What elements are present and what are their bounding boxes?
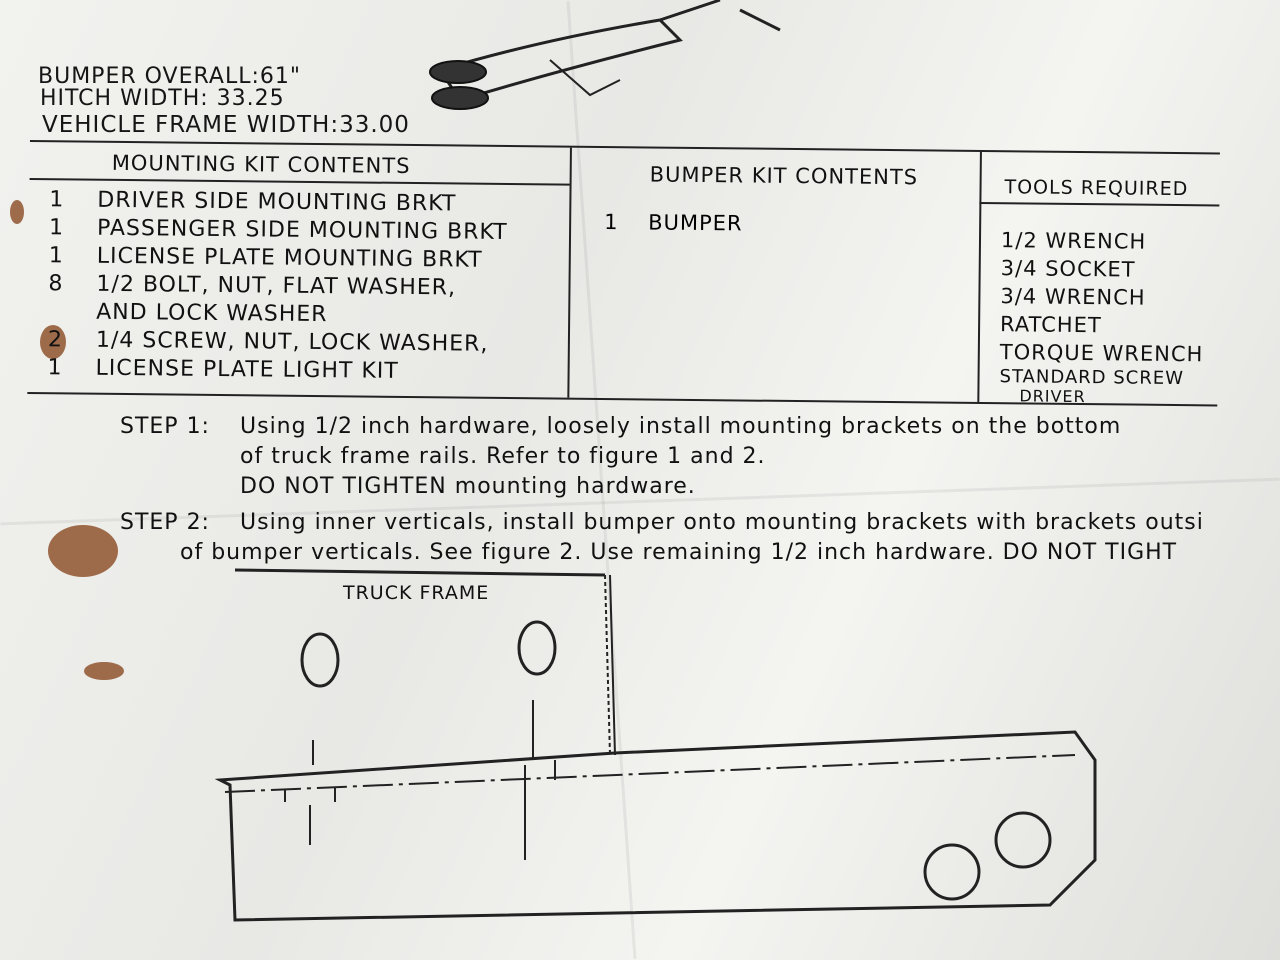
- mounting-kit-header: MOUNTING KIT CONTENTS: [111, 150, 411, 178]
- list-item: 3/4 SOCKET: [1000, 256, 1136, 282]
- header-underline: [979, 201, 1220, 207]
- rust-stain: [48, 525, 118, 577]
- step-label: STEP 1:: [120, 414, 210, 439]
- figure-label: TRUCK FRAME: [343, 582, 490, 604]
- header-underline: [29, 177, 570, 186]
- rust-stain: [40, 325, 66, 359]
- column-divider: [977, 151, 982, 402]
- list-item: TORQUE WRENCH: [999, 340, 1204, 367]
- vehicle-frame-width-spec: VEHICLE FRAME WIDTH:33.00: [42, 112, 410, 138]
- list-item: RATCHET: [999, 312, 1102, 338]
- bumper-illustration: [429, 0, 781, 110]
- step-2: STEP 2: Using inner verticals, install bu…: [120, 508, 1270, 568]
- bumper-overall-spec: BUMPER OVERALL:61": [38, 64, 301, 89]
- instruction-steps: STEP 1: Using 1/2 inch hardware, loosely …: [120, 412, 1270, 568]
- hitch-width-spec: HITCH WIDTH: 33.25: [40, 86, 285, 111]
- list-item: DRIVER: [1019, 386, 1086, 407]
- step-line: Using inner verticals, install bumper on…: [240, 510, 1204, 535]
- bumper-kit-header: BUMPER KIT CONTENTS: [649, 162, 919, 190]
- figure-truck-frame: TRUCK FRAME: [215, 560, 1115, 960]
- bracket-diagram: [215, 568, 1097, 922]
- step-1: STEP 1: Using 1/2 inch hardware, loosely …: [120, 412, 1270, 502]
- list-item: 1/2 WRENCH: [1000, 228, 1147, 254]
- tools-list: 1/2 WRENCH 3/4 SOCKET 3/4 WRENCH RATCHET…: [999, 226, 1204, 406]
- list-item: 3/4 WRENCH: [1000, 284, 1146, 310]
- rust-stain: [84, 662, 124, 680]
- step-line: DO NOT TIGHTEN mounting hardware.: [240, 474, 696, 499]
- tools-header: TOOLS REQUIRED: [1004, 176, 1189, 201]
- step-line: Using 1/2 inch hardware, loosely install…: [240, 414, 1122, 439]
- rust-stain: [10, 200, 24, 224]
- step-label: STEP 2:: [120, 510, 210, 535]
- step-line: of bumper verticals. See figure 2. Use r…: [180, 540, 1178, 565]
- step-line: of truck frame rails. Refer to figure 1 …: [240, 444, 766, 469]
